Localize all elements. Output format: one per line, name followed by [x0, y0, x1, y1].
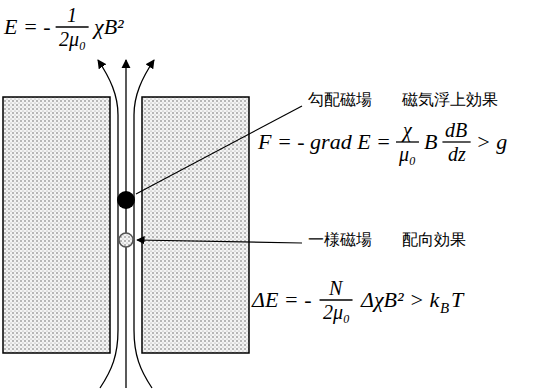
formula-text: χB²: [94, 16, 124, 38]
leader-line: [137, 240, 302, 243]
formula-text: > g: [476, 131, 507, 153]
effect-label: 一様磁場: [308, 232, 372, 248]
subscript: B: [440, 301, 449, 316]
fraction-term: N: [329, 278, 342, 298]
fraction-bar: [56, 26, 89, 27]
fraction-term: μ₀: [399, 144, 416, 164]
effect-label: 配向効果: [402, 232, 466, 248]
levitated-particle: [117, 191, 135, 209]
formula-text: ΔE = -: [252, 289, 312, 311]
formula-text: E = -: [4, 16, 51, 38]
oriented-particle: [119, 233, 133, 247]
fraction-bar: [442, 141, 470, 142]
formula-text: T: [451, 289, 463, 311]
effect-label: 勾配磁場: [308, 92, 372, 108]
fraction-term: dB: [445, 120, 467, 140]
fraction-term: dz: [448, 144, 466, 164]
fraction-bars: [56, 27, 471, 300]
field-line: [125, 60, 126, 388]
formula-text: F = - grad E =: [258, 131, 391, 153]
effect-label: 磁気浮上効果: [402, 92, 498, 108]
fraction-term: 2μ₀: [323, 302, 350, 322]
magnet-pole: [142, 97, 249, 353]
formula-text: B: [424, 131, 437, 153]
magnet-pole: [3, 97, 110, 353]
fraction-term: χ: [403, 120, 412, 140]
fraction-term: 2μ₀: [59, 29, 86, 49]
formula-text: ΔχB² > k: [361, 289, 439, 311]
fraction-bar: [396, 141, 419, 142]
field-line: [98, 60, 118, 388]
fraction-term: 1: [67, 5, 77, 25]
fraction-bar: [320, 299, 353, 300]
field-line: [134, 60, 154, 388]
